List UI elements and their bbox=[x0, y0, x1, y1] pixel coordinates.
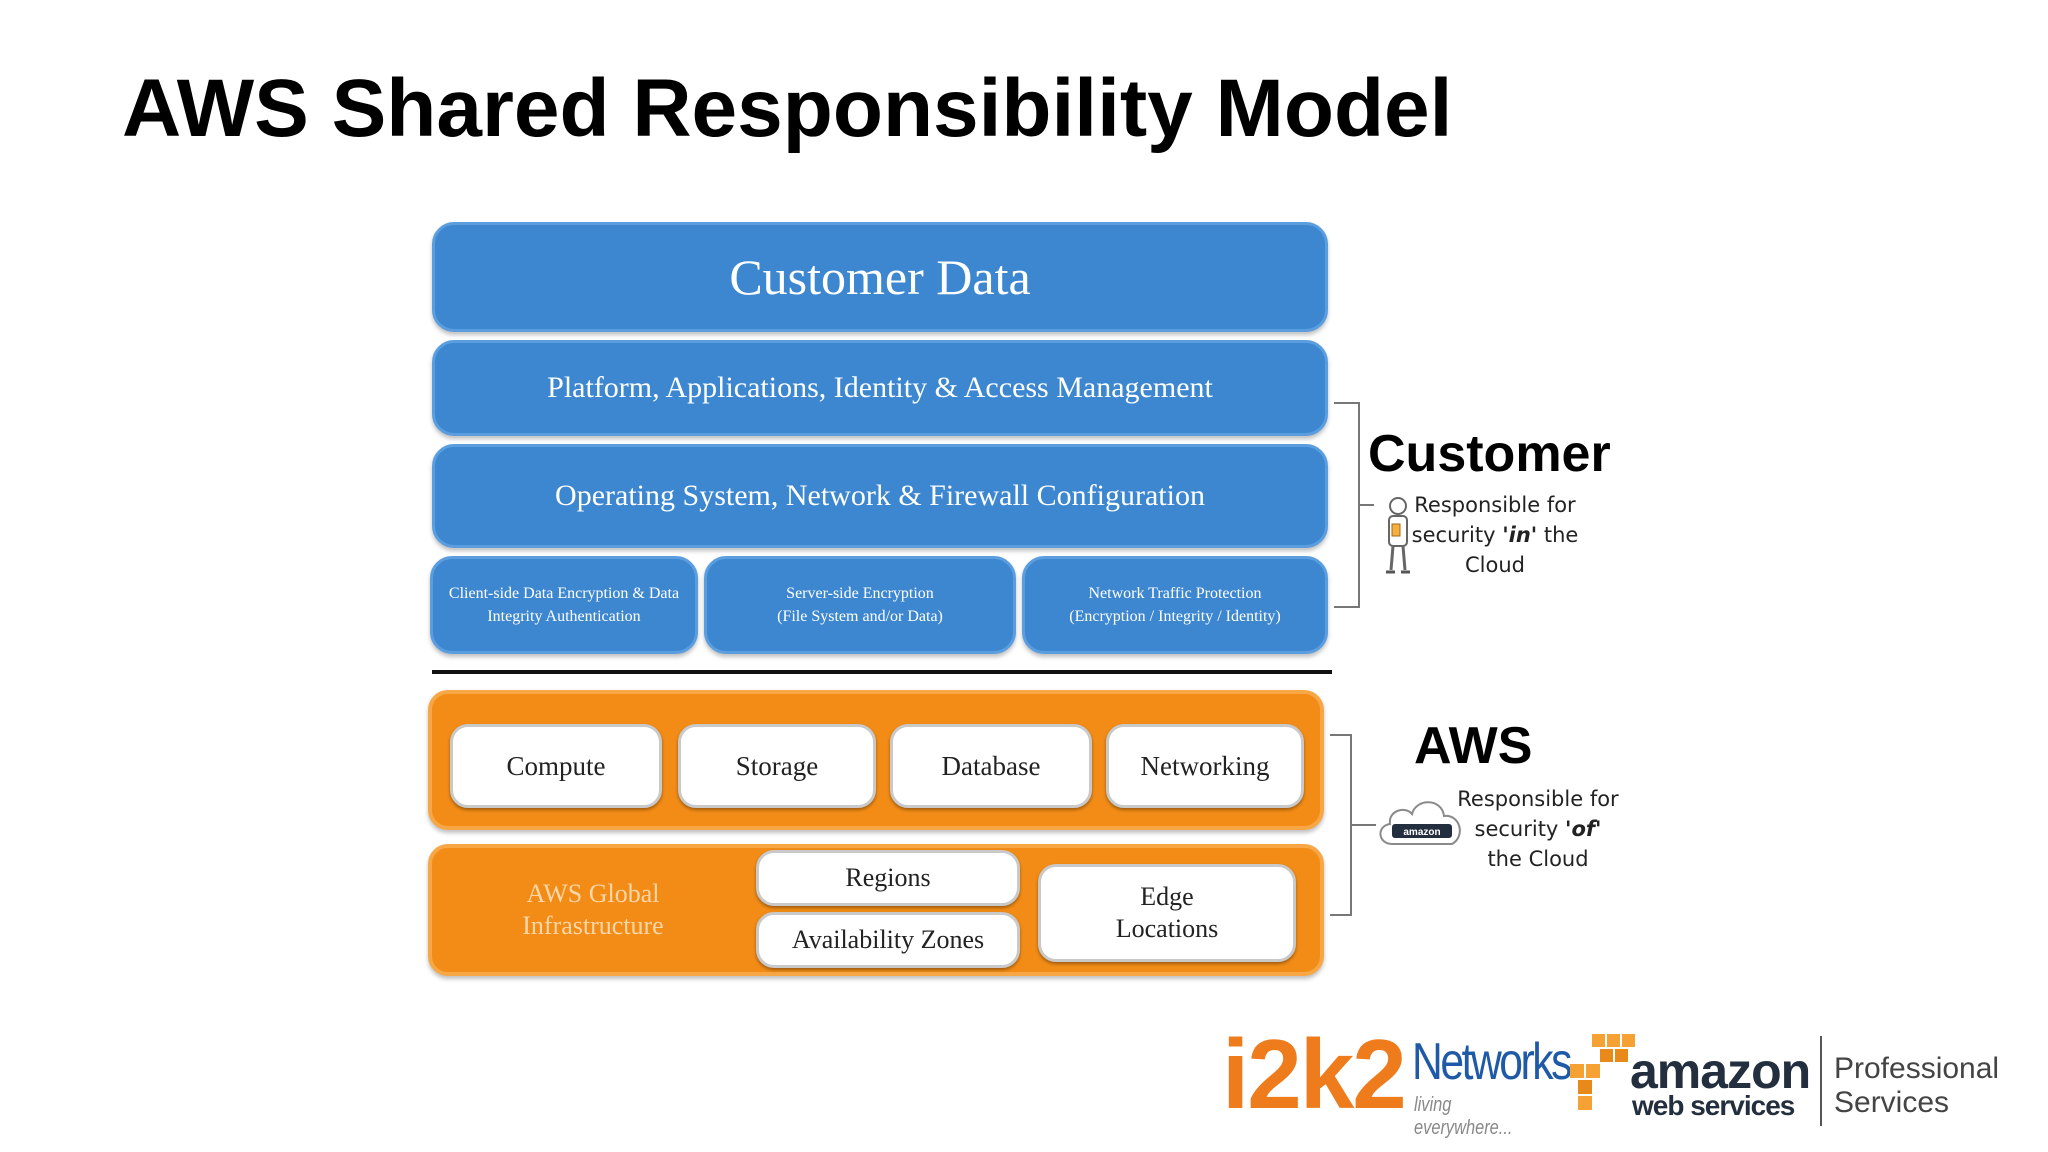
customer-desc-line3: Cloud bbox=[1465, 553, 1525, 577]
aws-bracket bbox=[1330, 734, 1352, 916]
networking-label: Networking bbox=[1140, 750, 1270, 781]
aws-global-infrastructure-line2: Infrastructure bbox=[522, 911, 664, 940]
amazon-cloud-icon: amazon bbox=[1379, 801, 1461, 845]
aws-global-infrastructure-line1: AWS Global bbox=[526, 879, 660, 908]
database-label: Database bbox=[941, 750, 1041, 781]
availability-zones-label: Availability Zones bbox=[791, 925, 985, 954]
aws-description: Responsible for security 'of' the Cloud bbox=[1452, 784, 1624, 874]
i2k2-logo: i2k2 Networks living everywhere... bbox=[1222, 1019, 1572, 1139]
regions-box: Regions bbox=[756, 850, 1020, 906]
customer-data-layer: Customer Data bbox=[432, 222, 1328, 332]
aws-desc-line2: security 'of' bbox=[1452, 814, 1624, 844]
platform-label: Platform, Applications, Identity & Acces… bbox=[547, 371, 1213, 404]
network-traffic-protection-line2: (Encryption / Integrity / Identity) bbox=[1069, 608, 1281, 625]
slide-title: AWS Shared Responsibility Model bbox=[122, 63, 1453, 154]
person-icon bbox=[1386, 497, 1410, 574]
aws-desc-line3: the Cloud bbox=[1487, 847, 1589, 871]
customer-desc-in-emphasis: 'in' bbox=[1502, 523, 1538, 547]
professional-services-label: Professional Services bbox=[1834, 1052, 1999, 1120]
customer-bracket-tick bbox=[1360, 504, 1374, 506]
server-side-encryption-line2: (File System and/or Data) bbox=[777, 608, 943, 625]
compute-label: Compute bbox=[506, 750, 606, 781]
customer-description: Responsible for security 'in' the Cloud bbox=[1410, 490, 1580, 580]
storage-label: Storage bbox=[735, 750, 819, 781]
amazon-wordmark: amazon bbox=[1630, 1043, 1811, 1099]
i2k2-logo-main: i2k2 bbox=[1222, 1019, 1407, 1129]
platform-layer: Platform, Applications, Identity & Acces… bbox=[432, 340, 1328, 436]
edge-locations-box: Edge Locations bbox=[1038, 864, 1296, 962]
client-side-encryption-box: Client-side Data Encryption & Data Integ… bbox=[430, 556, 698, 654]
aws-desc-line1: Responsible for bbox=[1457, 787, 1619, 811]
database-box: Database bbox=[890, 724, 1092, 808]
storage-box: Storage bbox=[678, 724, 876, 808]
aws-global-infrastructure-label: AWS Global Infrastructure bbox=[468, 870, 718, 950]
web-services-wordmark: web services bbox=[1632, 1090, 1795, 1121]
customer-desc-line1: Responsible for bbox=[1414, 493, 1576, 517]
responsibility-divider bbox=[432, 670, 1332, 674]
edge-locations-line1: Edge bbox=[1140, 882, 1194, 911]
aws-bracket-tick bbox=[1352, 824, 1376, 826]
network-traffic-protection-box: Network Traffic Protection (Encryption /… bbox=[1022, 556, 1328, 654]
server-side-encryption-box: Server-side Encryption (File System and/… bbox=[704, 556, 1016, 654]
client-side-encryption-line2: Integrity Authentication bbox=[487, 608, 641, 625]
customer-bracket bbox=[1334, 402, 1360, 608]
compute-box: Compute bbox=[450, 724, 662, 808]
i2k2-logo-tagline: living everywhere... bbox=[1414, 1094, 1513, 1139]
customer-desc-line2-post: the bbox=[1537, 523, 1579, 547]
customer-data-label: Customer Data bbox=[729, 249, 1031, 305]
network-traffic-protection-line1: Network Traffic Protection bbox=[1088, 585, 1262, 602]
i2k2-logo-networks: Networks bbox=[1412, 1033, 1572, 1091]
aws-boxes-icon bbox=[1570, 1034, 1635, 1110]
logo-separator bbox=[1820, 1036, 1822, 1126]
aws-heading: AWS bbox=[1414, 717, 1533, 775]
amazon-cloud-text: amazon bbox=[1403, 827, 1440, 838]
availability-zones-box: Availability Zones bbox=[756, 912, 1020, 968]
client-side-encryption-line1: Client-side Data Encryption & Data bbox=[448, 585, 680, 602]
edge-locations-line2: Locations bbox=[1115, 914, 1219, 943]
aws-desc-line2-pre: security bbox=[1474, 817, 1566, 841]
customer-desc-line2-pre: security bbox=[1411, 523, 1503, 547]
professional-text: Professional bbox=[1834, 1052, 2000, 1085]
os-layer: Operating System, Network & Firewall Con… bbox=[432, 444, 1328, 548]
networking-box: Networking bbox=[1106, 724, 1304, 808]
customer-desc-line2: security 'in' the bbox=[1410, 520, 1580, 550]
services-text: Services bbox=[1834, 1086, 1950, 1119]
regions-label: Regions bbox=[845, 863, 931, 892]
customer-heading: Customer bbox=[1368, 425, 1611, 483]
aws-desc-of-emphasis: 'of' bbox=[1565, 817, 1602, 841]
os-label: Operating System, Network & Firewall Con… bbox=[555, 479, 1205, 512]
server-side-encryption-line1: Server-side Encryption bbox=[786, 585, 934, 602]
